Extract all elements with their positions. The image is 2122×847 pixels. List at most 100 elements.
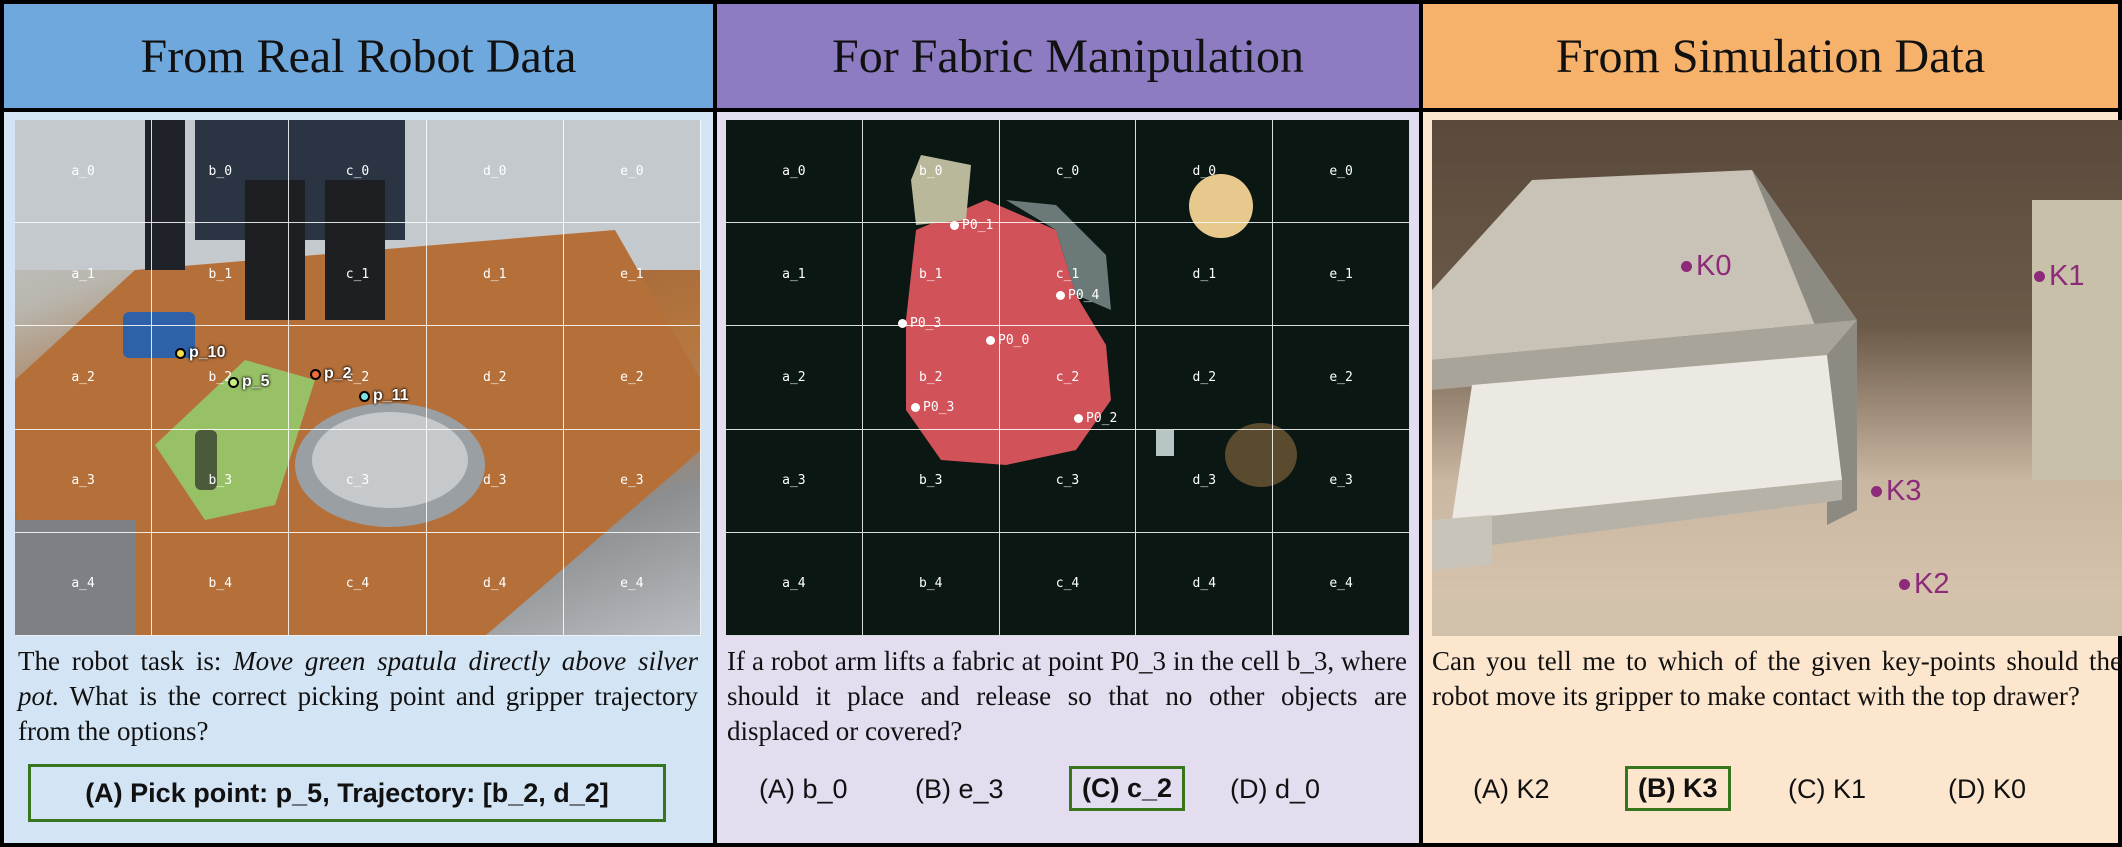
- fabric-point: P0_3: [898, 316, 941, 331]
- panel-real-robot: From Real Robot Data a_0 b_0 c_0 d: [4, 4, 713, 843]
- keypoint: K2: [1899, 568, 1949, 601]
- keypoint-label: K0: [1696, 250, 1732, 282]
- grid-cell: b_4: [152, 532, 290, 636]
- grid-cell: a_1: [726, 223, 863, 327]
- grid-cell: a_1: [15, 223, 153, 327]
- grid-cell: b_1: [862, 223, 1000, 327]
- keypoint: K0: [1681, 250, 1731, 283]
- grid-cell: d_3: [426, 429, 564, 533]
- panel-simulation: From Simulation Data K0 K1 K3 K2 Can you…: [1419, 4, 2122, 843]
- grid-cell: e_3: [1273, 429, 1410, 533]
- grid-cell: e_0: [563, 120, 701, 224]
- grid-cell: b_3: [152, 429, 290, 533]
- point-dot: [310, 368, 321, 380]
- fabric-point: P0_3: [911, 400, 954, 415]
- point-label: P0_2: [1086, 411, 1118, 426]
- option-c: (C) K1: [1788, 774, 1867, 804]
- point-dot: [898, 319, 907, 328]
- label-grid: a_0 b_0 c_0 d_0 e_0 a_1 b_1 c_1 d_1 e_1 …: [15, 120, 701, 636]
- point-label: P0_1: [962, 218, 994, 233]
- simulation-scene-illustration: [1432, 170, 2122, 636]
- keypoint-label: K3: [1886, 475, 1922, 507]
- point-marker: p_2: [310, 365, 352, 383]
- question-suffix: What is the correct picking point and gr…: [18, 681, 698, 746]
- keypoint-dot: [1871, 486, 1882, 497]
- simulation-scene-image: K0 K1 K3 K2: [1432, 120, 2122, 636]
- question-task: Move green spatula directly above silver…: [18, 646, 698, 711]
- point-label: p_11: [373, 387, 409, 404]
- option-a: (A) b_0: [759, 774, 848, 804]
- keypoint-label: K1: [2049, 260, 2085, 292]
- grid-cell: c_2: [999, 326, 1137, 430]
- grid-cell: e_3: [563, 429, 701, 533]
- fabric-point: P0_1: [950, 218, 993, 233]
- question-prefix: The robot task is:: [18, 646, 234, 676]
- point-label: p_10: [189, 344, 226, 361]
- question-text: If a robot arm lifts a fabric at point P…: [727, 646, 1407, 746]
- point-label: p_2: [324, 365, 352, 382]
- grid-cell: a_0: [726, 120, 863, 224]
- point-label: p_5: [242, 373, 270, 390]
- keypoint: K3: [1871, 475, 1921, 508]
- point-dot: [359, 390, 370, 402]
- point-marker: p_10: [175, 344, 225, 362]
- grid-cell: a_3: [15, 429, 153, 533]
- grid-cell: a_2: [15, 326, 153, 430]
- grid-cell: d_4: [1136, 532, 1274, 636]
- grid-cell: e_4: [563, 532, 701, 636]
- grid-cell: d_2: [426, 326, 564, 430]
- panel-title: From Real Robot Data: [4, 4, 713, 112]
- grid-cell: b_0: [152, 120, 290, 224]
- grid-cell: e_1: [1273, 223, 1410, 327]
- grid-cell: d_2: [1136, 326, 1274, 430]
- grid-cell: e_0: [1273, 120, 1410, 224]
- grid-cell: c_4: [289, 532, 427, 636]
- grid-cell: c_3: [999, 429, 1137, 533]
- robot-scene-illustration: [15, 120, 701, 636]
- grid-cell: a_3: [726, 429, 863, 533]
- question-text: Can you tell me to which of the given ke…: [1432, 646, 2122, 711]
- point-dot: [986, 336, 995, 345]
- grid-cell: e_2: [563, 326, 701, 430]
- point-label: P0_3: [910, 316, 942, 331]
- point-label: P0_4: [1068, 288, 1100, 303]
- fabric-point: P0_2: [1074, 411, 1117, 426]
- panel-title: For Fabric Manipulation: [717, 4, 1419, 112]
- grid-cell: d_0: [1136, 120, 1274, 224]
- grid-cell: b_3: [862, 429, 1000, 533]
- point-marker: p_11: [359, 387, 409, 405]
- grid-cell: a_2: [726, 326, 863, 430]
- grid-cell: c_1: [289, 223, 427, 327]
- grid-cell: d_3: [1136, 429, 1274, 533]
- keypoint-dot: [1899, 579, 1910, 590]
- point-dot: [950, 221, 959, 230]
- point-dot: [228, 376, 239, 388]
- point-label: P0_0: [998, 333, 1030, 348]
- point-dot: [1074, 414, 1083, 423]
- robot-scene-image: a_0 b_0 c_0 d_0 e_0 a_1 b_1 c_1 d_1 e_1 …: [15, 120, 701, 636]
- panel-title: From Simulation Data: [1423, 4, 2118, 112]
- option-b-correct: (B) K3: [1625, 766, 1731, 811]
- panel-fabric: For Fabric Manipulation a_0 b_0 c_0 d_0 …: [713, 4, 1419, 843]
- grid-cell: e_4: [1273, 532, 1410, 636]
- grid-cell: b_0: [862, 120, 1000, 224]
- answer-box: (A) Pick point: p_5, Trajectory: [b_2, d…: [28, 764, 666, 822]
- grid-cell: b_4: [862, 532, 1000, 636]
- grid-cell: c_1: [999, 223, 1137, 327]
- grid-cell: a_4: [15, 532, 153, 636]
- grid-cell: b_2: [862, 326, 1000, 430]
- grid-cell: a_4: [726, 532, 863, 636]
- grid-cell: e_1: [563, 223, 701, 327]
- grid-cell: b_2: [152, 326, 290, 430]
- grid-cell: d_1: [426, 223, 564, 327]
- option-b: (B) e_3: [915, 774, 1004, 804]
- fabric-scene-illustration: [906, 155, 1297, 487]
- point-label: P0_3: [923, 400, 955, 415]
- point-dot: [175, 347, 186, 359]
- label-grid: a_0 b_0 c_0 d_0 e_0 a_1 b_1 c_1 d_1 e_1 …: [726, 120, 1410, 636]
- grid-cell: a_0: [15, 120, 153, 224]
- keypoint-dot: [1681, 261, 1692, 272]
- grid-cell: c_0: [289, 120, 427, 224]
- option-c-correct: (C) c_2: [1069, 766, 1186, 811]
